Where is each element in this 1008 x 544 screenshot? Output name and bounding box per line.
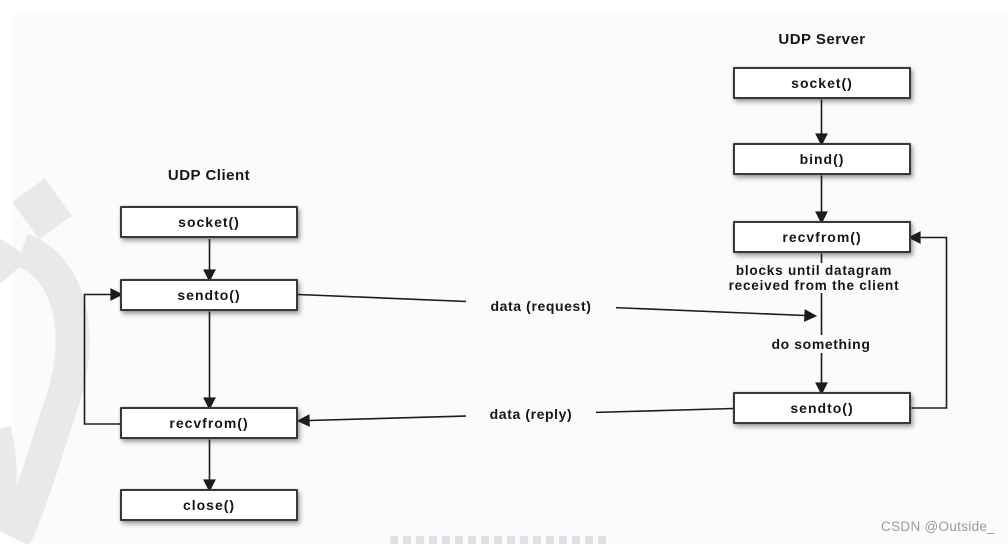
csdn-watermark-text: CSDN @Outside_ bbox=[881, 519, 995, 534]
label-data-request: data (request) bbox=[466, 297, 616, 315]
server-title: UDP Server bbox=[778, 31, 866, 48]
server-socket-box: socket() bbox=[733, 67, 911, 99]
annotation-blocks-until-datagram: blocks until datagram received from the … bbox=[703, 263, 925, 293]
client-socket-box: socket() bbox=[120, 206, 298, 238]
annotation-blocks-line2: received from the client bbox=[728, 278, 900, 293]
annotation-blocks-line1: blocks until datagram bbox=[735, 263, 893, 278]
annotation-do-something: do something bbox=[753, 335, 889, 353]
cropped-caption bbox=[390, 536, 608, 544]
label-data-reply: data (reply) bbox=[466, 405, 596, 423]
client-close-box: close() bbox=[120, 489, 298, 521]
server-bind-box: bind() bbox=[733, 143, 911, 175]
client-sendto-box: sendto() bbox=[120, 279, 298, 311]
server-recvfrom-box: recvfrom() bbox=[733, 221, 911, 253]
server-sendto-box: sendto() bbox=[733, 392, 911, 424]
client-title: UDP Client bbox=[167, 167, 251, 184]
client-recvfrom-box: recvfrom() bbox=[120, 407, 298, 439]
